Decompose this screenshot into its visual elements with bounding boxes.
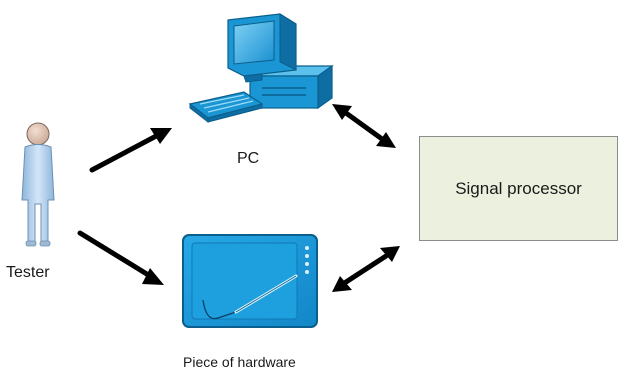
pc-label: PC — [237, 150, 260, 167]
arrow-tester-to-pc — [89, 131, 163, 173]
arrow-tester-to-hardware — [77, 230, 153, 279]
tester-label: Tester — [6, 264, 50, 281]
arrowhead-pc — [150, 128, 172, 144]
arrowhead-hardware-end — [332, 276, 352, 292]
signal-processor-label: Signal processor — [455, 178, 582, 198]
arrowhead-hardware — [142, 268, 164, 285]
arrowhead-pc-end — [332, 104, 352, 120]
person-icon — [21, 122, 55, 247]
hardware-label: Piece of hardware — [183, 354, 296, 370]
arrowhead-sp-top — [376, 132, 396, 148]
desktop-computer-icon — [188, 13, 334, 124]
tablet-icon — [182, 234, 318, 328]
arrowhead-sp-bottom — [380, 246, 400, 262]
arrow-pc-signal-processor — [343, 110, 385, 142]
arrow-hardware-signal-processor — [343, 253, 389, 285]
signal-processor-box: Signal processor — [419, 136, 618, 241]
